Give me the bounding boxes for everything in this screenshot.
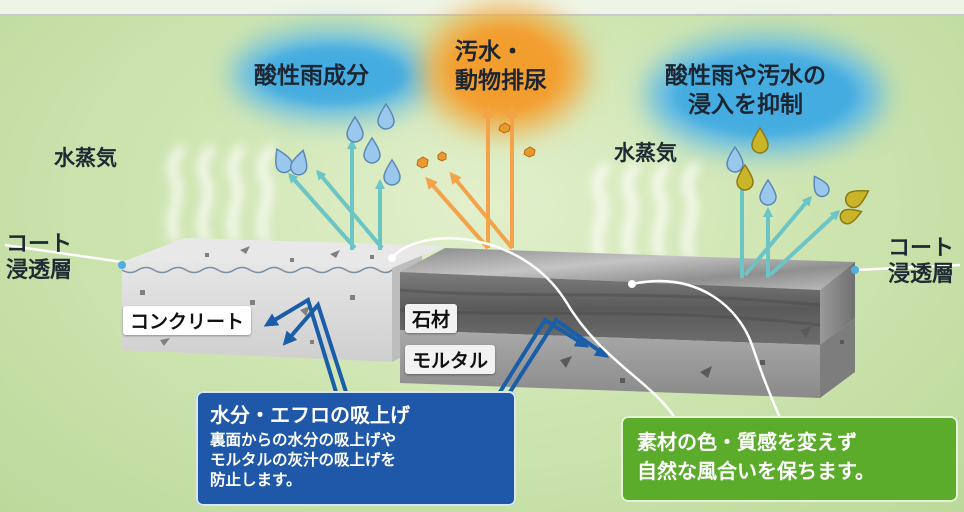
water-drop-icon <box>726 145 830 206</box>
water-drop-icon <box>275 102 401 186</box>
cloud-acid-rain <box>233 31 433 119</box>
cloud-label-dirty-water-line2: 動物排尿 <box>455 68 547 95</box>
cloud-label-suppress: 酸性雨や汚水の 浸入を抑制 <box>665 62 826 121</box>
dirty-water-arrows <box>425 106 518 250</box>
material-tag-concrete: コンクリート <box>123 306 252 335</box>
stone-mortar-block <box>399 248 855 398</box>
leader-dot <box>628 280 636 288</box>
callout-suction-line2: モルタルの灰汁の吸上げを <box>210 451 397 470</box>
suction-arrows <box>263 296 610 394</box>
coat-label-right-line1: コート <box>888 236 955 261</box>
callout-appearance-line1: 素材の色・質感を変えず <box>637 430 857 454</box>
callout-appearance: 素材の色・質感を変えず 自然な風合いを保ちます。 <box>621 416 958 502</box>
coat-label-left-line2: 浸透層 <box>6 257 73 283</box>
coat-dot-left <box>118 261 126 269</box>
callout-appearance-text: 素材の色・質感を変えず 自然な風合いを保ちます。 <box>637 428 875 486</box>
steam-icon <box>167 145 275 243</box>
material-tag-mortar: モルタル <box>405 345 496 374</box>
steam-icon <box>592 162 700 260</box>
callout-suction-body: 裏面からの水分の吸上げや モルタルの灰汁の吸上げを 防止します。 <box>210 430 396 490</box>
coat-label-right: コート 浸透層 <box>888 236 954 288</box>
callout-appearance-line2: 自然な風合いを保ちます。 <box>637 459 875 483</box>
coat-dot-right <box>851 266 859 274</box>
cloud-label-suppress-line1: 酸性雨や汚水の <box>665 63 826 89</box>
leader-lines <box>4 237 961 419</box>
callout-suction-line1: 裏面からの水分の吸上げや <box>210 431 397 449</box>
material-tag-stone: 石材 <box>405 304 458 333</box>
leader-dot <box>388 254 396 262</box>
callout-suction: 水分・エフロの吸上げ 裏面からの水分の吸上げや モルタルの灰汁の吸上げを 防止し… <box>196 391 516 506</box>
cloud-label-dirty-water-line1: 汚水・ <box>455 39 524 65</box>
callout-suction-title: 水分・エフロの吸上げ <box>210 403 410 427</box>
coat-label-left: コート 浸透層 <box>6 232 72 284</box>
yellow-drop-icon <box>736 126 870 225</box>
cloud-label-acid-rain: 酸性雨成分 <box>254 63 369 89</box>
cloud-label-suppress-line2: 浸入を抑制 <box>688 92 803 119</box>
coat-label-left-line1: コート <box>6 232 73 257</box>
vapor-arrows-left <box>288 139 385 250</box>
callout-suction-line3: 防止します。 <box>210 471 302 490</box>
vapor-arrows-right <box>737 175 841 278</box>
cloud-suppress <box>647 37 883 153</box>
vapor-label-right: 水蒸気 <box>614 141 677 165</box>
vapor-label-left: 水蒸気 <box>54 146 117 170</box>
cloud-label-dirty-water: 汚水・ 動物排尿 <box>455 38 547 97</box>
concrete-block <box>121 238 445 362</box>
dirt-particle-icon <box>416 122 536 169</box>
cloud-dirty-water <box>425 8 585 132</box>
coat-label-right-line2: 浸透層 <box>888 261 955 287</box>
